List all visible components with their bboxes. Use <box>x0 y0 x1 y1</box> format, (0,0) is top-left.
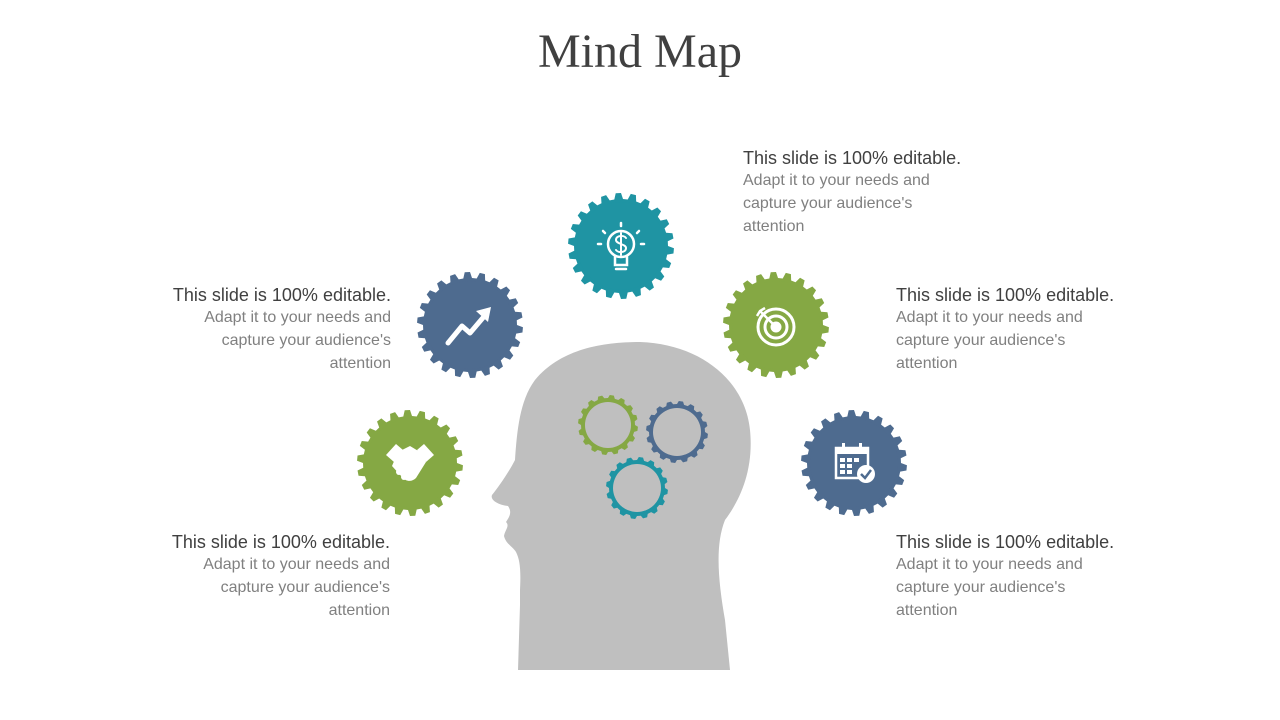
lightbulb-dollar-icon <box>596 221 646 271</box>
text-body-line: capture your audience's <box>743 195 913 212</box>
text-heading: This slide is 100% editable. <box>172 285 391 305</box>
slide-title: Mind Map <box>538 25 742 78</box>
text-block-lower-right: This slide is 100% editable. Adapt it to… <box>896 531 1156 622</box>
text-body-line: Adapt it to your needs and <box>203 556 390 573</box>
text-body-line: Adapt it to your needs and <box>743 172 930 189</box>
text-block-upper-right: This slide is 100% editable. Adapt it to… <box>896 284 1156 375</box>
text-body-line: attention <box>743 218 805 235</box>
gear-node-lower-right <box>801 410 907 516</box>
text-block-top: This slide is 100% editable. Adapt it to… <box>743 147 1003 238</box>
text-heading: This slide is 100% editable. <box>743 148 962 168</box>
text-body-line: Adapt it to your needs and <box>896 556 1083 573</box>
text-heading: This slide is 100% editable. <box>171 532 390 552</box>
text-heading: This slide is 100% editable. <box>896 532 1115 552</box>
text-block-upper-left: This slide is 100% editable. Adapt it to… <box>131 284 391 375</box>
text-body-line: capture your audience's <box>896 579 1066 596</box>
brain-gear-blue <box>646 401 708 463</box>
text-heading: This slide is 100% editable. <box>896 285 1115 305</box>
brain-gear-green <box>578 395 638 455</box>
target-icon <box>755 306 796 347</box>
handshake-icon <box>386 444 434 481</box>
text-block-lower-left: This slide is 100% editable. Adapt it to… <box>130 531 390 622</box>
gear-node-lower-left <box>357 410 463 516</box>
gear-node-upper-left <box>417 272 523 378</box>
growth-arrow-icon <box>445 307 491 346</box>
brain-gear-teal <box>606 457 668 519</box>
text-body-line: capture your audience's <box>220 579 390 596</box>
text-body-line: Adapt it to your needs and <box>896 309 1083 326</box>
text-body-line: capture your audience's <box>896 332 1066 349</box>
text-body-line: Adapt it to your needs and <box>204 309 391 326</box>
text-body-line: attention <box>896 602 958 619</box>
text-body-line: attention <box>896 355 958 372</box>
text-body-line: capture your audience's <box>221 332 391 349</box>
gear-node-top <box>568 193 674 299</box>
text-body-line: attention <box>328 602 390 619</box>
calendar-check-icon <box>834 443 875 483</box>
text-body-line: attention <box>329 355 391 372</box>
gear-node-upper-right <box>723 272 829 378</box>
